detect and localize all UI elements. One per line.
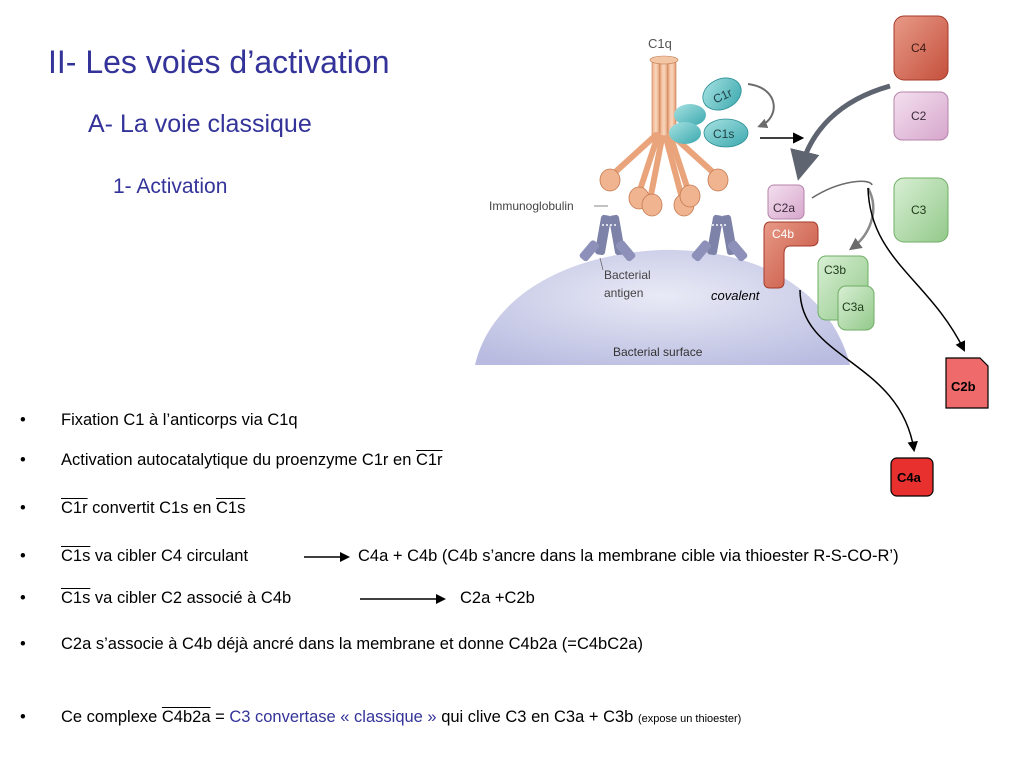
immunoglobulin-label: Immunoglobulin [489,199,574,213]
c1q-label: C1q [648,36,672,51]
c1s-shape [703,118,749,148]
c2b-release-arrow [867,187,966,352]
bacterial-surface: Bacterial surface [475,249,850,365]
c1q-molecule: C1q [599,36,729,217]
c4-label: C4 [911,41,927,55]
c2-label: C2 [911,109,927,123]
page-title: II- Les voies d’activation [48,44,390,80]
c3b-label: C3b [824,263,846,277]
subsection-title: 1- Activation [113,175,228,198]
immunoglobulin-left [579,214,636,262]
c4-box: C4 [893,15,949,81]
c3a-shape [837,285,875,331]
c3-cleavage-arrow [848,187,875,251]
c4a-release-arrow [799,289,918,453]
c4a-box: C4a [890,457,934,497]
c4b-shape [763,221,819,289]
c3-label: C3 [911,203,927,217]
bacterial-antigen-label-2: antigen [604,286,643,300]
immunoglobulin-right [691,214,748,262]
c3-box: C3 [893,177,949,243]
c1r-c1s-complex: C1r C1s [669,77,805,148]
bacterial-surface-label: Bacterial surface [613,345,703,359]
c2b-label: C2b [951,379,976,394]
c3-products: C3b C3a [817,255,875,331]
c2-box: C2 [893,91,949,141]
c2b-box: C2b [945,357,989,409]
section-subtitle: A- La voie classique [88,110,312,138]
c1s-label: C1s [713,127,734,141]
c4b2a-complex: C2a C4b [763,184,819,289]
c2a-shape [767,184,805,220]
c2a-to-c3-link [811,180,873,199]
c4a-label: C4a [897,470,922,485]
c3a-label: C3a [842,300,864,314]
c1r-activation-arrow [747,83,775,129]
c4-cleavage-arrow [790,83,891,181]
bacterial-antigen-label-1: Bacterial [604,268,651,282]
c2a-label: C2a [773,201,795,215]
covalent-label: covalent [711,288,761,303]
c4b-label: C4b [772,227,794,241]
c1r-shape [702,77,742,111]
